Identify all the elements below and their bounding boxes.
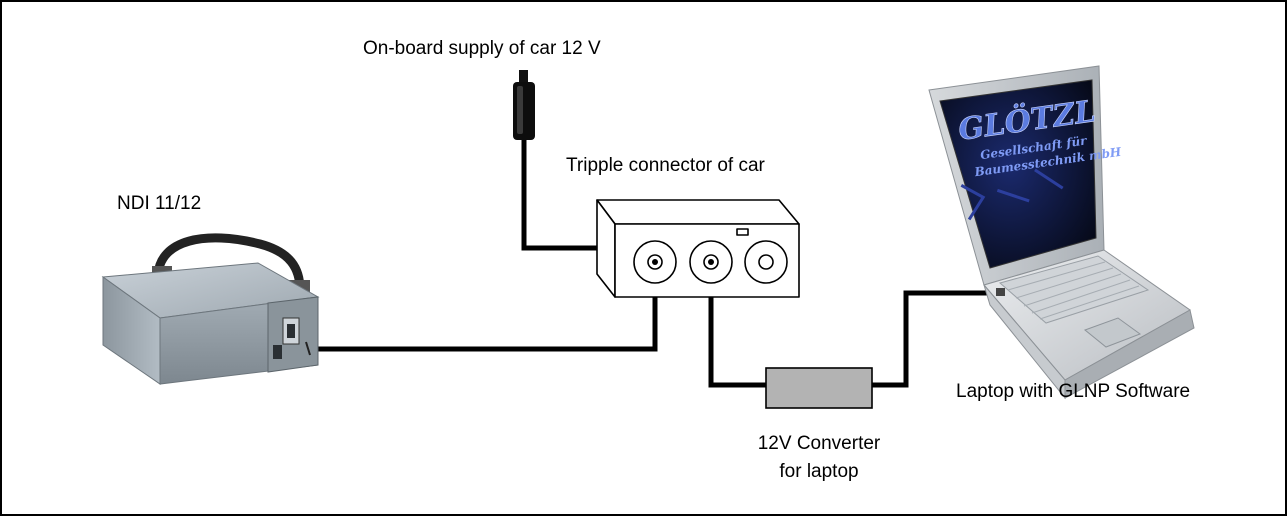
converter-label-line2: for laptop [779,461,858,482]
supply-label: On-board supply of car 12 V [363,38,601,59]
converter-box [765,367,873,409]
ndi-label: NDI 11/12 [117,193,201,214]
ndi-device [101,233,320,385]
connector-label: Tripple connector of car [566,155,766,176]
socket-middle [689,240,733,284]
socket-right [744,240,788,284]
triple-connector [596,199,800,298]
socket-left [633,240,677,284]
laptop-cable [872,290,1000,388]
laptop-label: Laptop with GLNP Software [956,381,1190,402]
converter-label-line1: 12V Converter [758,433,881,454]
converter-input-cable [708,262,766,388]
car-supply-plug [513,70,535,140]
supply-cable [521,138,599,251]
laptop: GLÖTZL Gesellschaft für Baumesstechnik m… [928,65,1195,400]
laptop-touchpad [1083,317,1142,348]
